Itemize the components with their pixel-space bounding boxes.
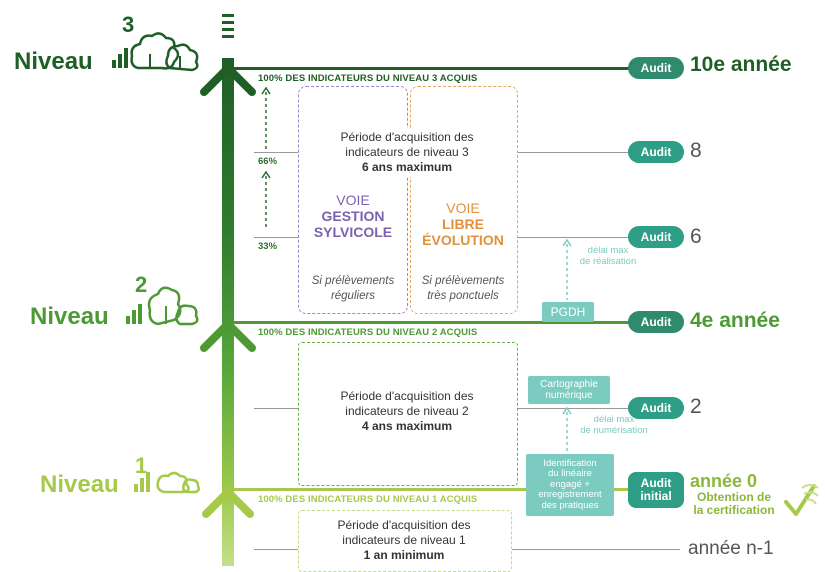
delai-realisation-arrow (562, 238, 572, 300)
delai-realisation-l2: de réalisation (579, 256, 637, 267)
delai-numerisation-l1: délai max (593, 414, 635, 425)
trees-level-2-icon (126, 286, 199, 326)
niveau-3-word: Niveau (14, 48, 93, 75)
line-year-2-left (254, 408, 298, 409)
timeline-axis (222, 58, 234, 566)
obtention-certification: Obtention de la certification (686, 491, 782, 517)
voie-gestion-title: VOIE GESTION SYLVICOLE (300, 192, 406, 240)
line-year-n1 (254, 549, 298, 550)
obtention-l2: la certification (693, 503, 775, 517)
year-6: 6 (690, 225, 702, 248)
voie-gestion-l1: GESTION (321, 208, 385, 224)
certification-check-icon (784, 484, 819, 516)
voie-libre-cond1: Si prélèvements (421, 275, 505, 287)
audit-year-6: Audit (628, 226, 684, 248)
percent-33: 33% (258, 241, 278, 252)
audit-initial-l1: Audit (640, 476, 672, 490)
year-4: 4e année (690, 309, 780, 332)
line-year-8-left (254, 152, 298, 153)
line-year-6-left (254, 237, 298, 238)
audit-year-2: Audit (628, 397, 684, 419)
ident-l1: Identification (543, 457, 597, 469)
year-8: 8 (690, 139, 702, 162)
voie-libre-l2: ÉVOLUTION (422, 232, 504, 248)
audit-year-8: Audit (628, 141, 684, 163)
acquis-level-3: 100% DES INDICATEURS DU NIVEAU 3 ACQUIS (258, 73, 478, 84)
line-level-2 (234, 321, 630, 324)
percent-66: 66% (258, 156, 278, 167)
period-2-duration: 4 ans maximum (361, 419, 453, 433)
delai-realisation-l1: délai max (587, 245, 629, 256)
obtention-l1: Obtention de (697, 490, 771, 504)
audit-year-10: Audit (628, 57, 684, 79)
period-level-3: Période d'acquisition des indicateurs de… (300, 128, 514, 177)
delai-numerisation: délai max de numérisation (572, 414, 656, 436)
voie-gestion-box (298, 86, 408, 314)
year-0: année 0 (690, 471, 758, 491)
period-1-line1: Période d'acquisition des (337, 518, 471, 532)
year-2: 2 (690, 395, 702, 418)
line-year-6 (518, 237, 630, 238)
ident-l5: des pratiques (541, 499, 599, 511)
voie-libre-condition: Si prélèvements très ponctuels (410, 274, 516, 304)
carto-l2: numérique (545, 390, 593, 401)
period-3-duration: 6 ans maximum (361, 160, 453, 174)
acquis-level-2: 100% DES INDICATEURS DU NIVEAU 2 ACQUIS (258, 327, 478, 338)
carto-l1: Cartographie (540, 379, 598, 390)
niveau-2-word: Niveau (30, 303, 109, 330)
voie-gestion-cond2: réguliers (330, 290, 376, 302)
niveau-1-word: Niveau (40, 471, 119, 498)
period-2-line1: Période d'acquisition des (340, 389, 474, 403)
delai-realisation: délai max de réalisation (572, 245, 644, 267)
line-year-n1-right (512, 549, 680, 550)
trees-level-3-icon (112, 32, 199, 72)
line-year-2 (518, 408, 630, 409)
percent-dashed-arrows (261, 86, 271, 230)
voie-libre-cond2: très ponctuels (427, 290, 499, 302)
trees-level-1-icon (134, 471, 200, 494)
year-n-1: année n-1 (688, 538, 774, 559)
period-3-line2: indicateurs de niveau 3 (345, 145, 469, 159)
voie-libre-box (410, 86, 518, 314)
period-1-duration: 1 an minimum (363, 548, 445, 562)
line-level-3 (234, 67, 630, 70)
year-10: 10e année (690, 53, 792, 76)
period-level-1: Période d'acquisition des indicateurs de… (300, 518, 508, 563)
voie-gestion-l2: SYLVICOLE (313, 224, 393, 240)
period-2-line2: indicateurs de niveau 2 (345, 404, 469, 418)
delai-numerisation-l2: de numérisation (580, 425, 648, 436)
period-level-2-box (298, 342, 518, 486)
audit-initial: Audit initial (628, 472, 684, 508)
niveau-1-number: 1 (135, 453, 148, 478)
identification-box: Identification du linéaire engagé + enre… (526, 454, 614, 516)
line-year-8 (518, 152, 630, 153)
ident-l3: engagé + (550, 478, 590, 490)
acquis-level-1: 100% DES INDICATEURS DU NIVEAU 1 ACQUIS (258, 494, 478, 505)
audit-year-4: Audit (628, 311, 684, 333)
voie-gestion-cond1: Si prélèvements (311, 275, 395, 287)
ident-l4: enregistrement (538, 489, 602, 501)
delai-numerisation-arrow (562, 406, 572, 452)
niveau-2-number: 2 (135, 272, 148, 297)
axis-top-dashes (222, 14, 234, 42)
audit-initial-l2: initial (640, 489, 672, 503)
voie-libre-l1: LIBRE (442, 216, 484, 232)
voie-libre-voie: VOIE (446, 200, 480, 216)
voie-gestion-voie: VOIE (336, 192, 370, 208)
cartographie-box: Cartographie numérique (528, 376, 610, 404)
period-3-line1: Période d'acquisition des (340, 130, 474, 144)
period-level-2: Période d'acquisition des indicateurs de… (300, 389, 514, 434)
pgdh-box: PGDH (542, 302, 594, 322)
ident-l2: du linéaire (548, 468, 592, 480)
voie-libre-title: VOIE LIBRE ÉVOLUTION (410, 200, 516, 248)
niveau-3-number: 3 (122, 12, 135, 37)
line-level-1 (234, 488, 630, 491)
period-1-line2: indicateurs de niveau 1 (342, 533, 466, 547)
voie-gestion-condition: Si prélèvements réguliers (300, 274, 406, 304)
